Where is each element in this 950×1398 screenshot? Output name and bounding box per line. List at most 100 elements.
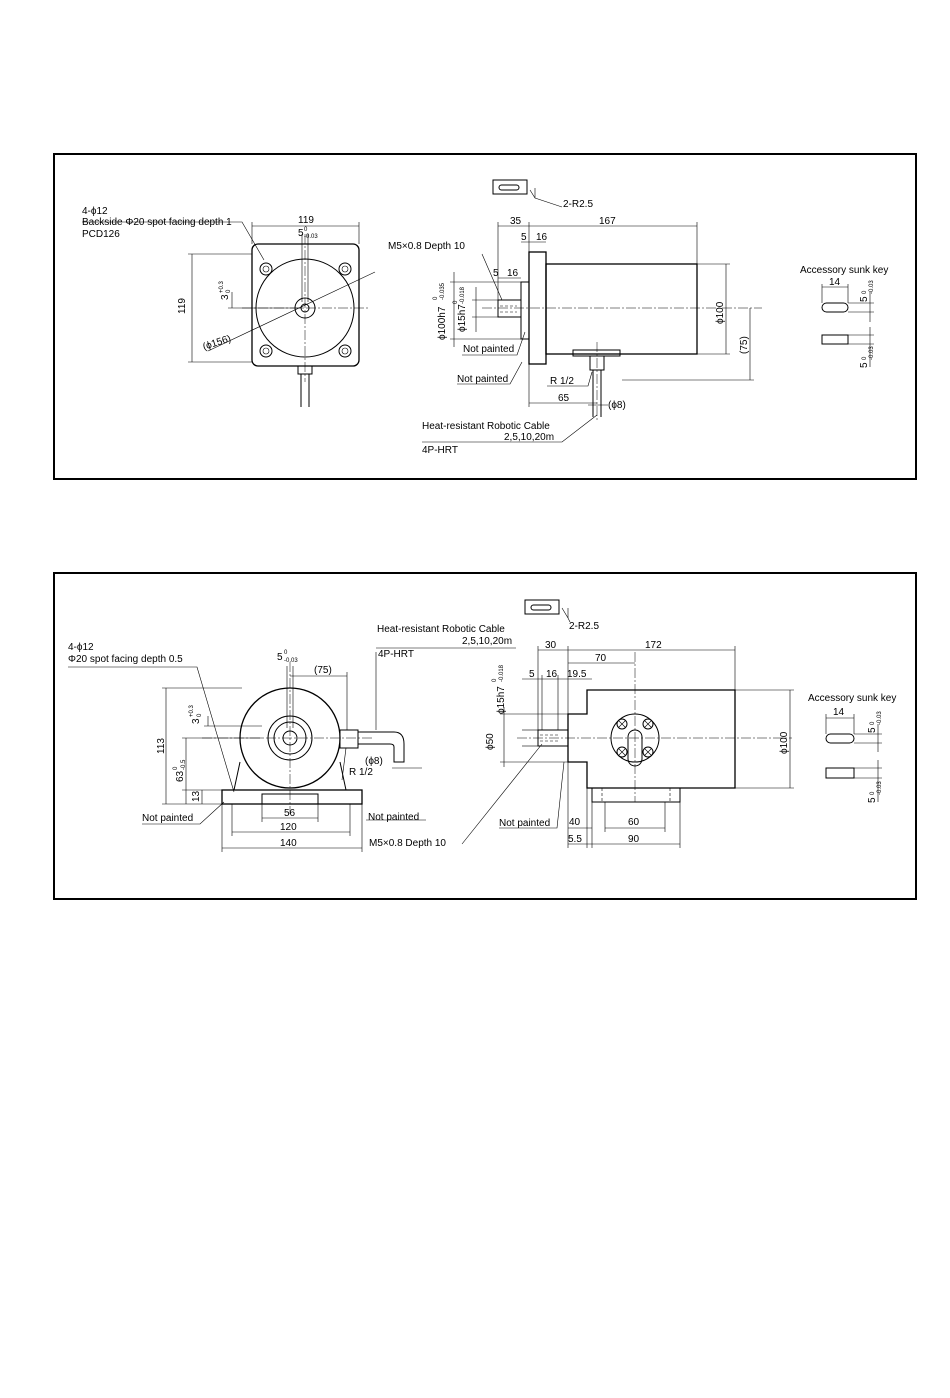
key-dim: 5 — [298, 228, 304, 239]
spigot-dim-foot: ϕ50 — [485, 733, 496, 750]
base-dim-120: 120 — [280, 822, 297, 833]
shaft-offset-dim: 3 — [220, 294, 231, 300]
not-painted-label-foot-2: Not painted — [368, 812, 419, 823]
cable-diameter-dim-foot: (ϕ8) — [365, 756, 383, 767]
foot-dim-90: 90 — [628, 834, 640, 845]
svg-text:-0.03: -0.03 — [869, 346, 875, 360]
step-dim-b: 16 — [536, 232, 548, 243]
body-diameter-dim-foot: ϕ100 — [779, 731, 790, 754]
mount-hole-tl — [259, 262, 273, 276]
svg-text:0: 0 — [284, 650, 288, 656]
keyway-radius-note-foot: 2-R2.5 — [569, 621, 599, 632]
motor-body-side — [545, 263, 698, 355]
cable-diameter-dim: (ϕ8) — [608, 400, 626, 411]
keyway-detail-box — [492, 179, 528, 195]
key-dim-foot: 5 — [277, 652, 283, 663]
svg-text:-0.03: -0.03 — [869, 280, 875, 294]
svg-text:-0.03: -0.03 — [304, 234, 318, 240]
not-painted-label-foot-3: Not painted — [499, 818, 550, 829]
svg-text:-0.018: -0.018 — [499, 664, 505, 682]
svg-text:0: 0 — [492, 678, 498, 682]
sunk-key-length: 14 — [829, 277, 841, 288]
sunk-key-top — [821, 302, 849, 313]
mount-hole-br — [338, 344, 352, 358]
conduit-note: R 1/2 — [550, 376, 574, 387]
sunk-key-title-foot: Accessory sunk key — [808, 693, 896, 704]
shaft-offset-dim-foot: 3 — [191, 718, 202, 724]
height-dim-foot: 113 — [156, 738, 167, 754]
hole-note-foot: 4-ϕ12 — [68, 642, 94, 653]
conduit-position-dim-foot: 70 — [595, 653, 607, 664]
cable-lengths-foot: 2,5,10,20m — [462, 636, 512, 647]
sunk-key-side-foot — [825, 767, 855, 779]
sunk-key-detail-foot — [825, 714, 882, 802]
shaft-dim-foot: ϕ15h7 — [496, 686, 507, 714]
sunk-key-height-foot: 5 — [867, 797, 878, 803]
motor-body-side-foot — [567, 689, 736, 789]
svg-text:-0.03: -0.03 — [284, 658, 298, 664]
svg-text:-0.5: -0.5 — [181, 759, 187, 770]
circle-dim: (ϕ156) — [202, 333, 233, 352]
width-dim: 119 — [298, 215, 314, 226]
svg-text:-0.03: -0.03 — [877, 781, 883, 795]
spigot-dim: ϕ100h7 — [437, 306, 448, 340]
sunk-key-title: Accessory sunk key — [800, 265, 888, 276]
foot-base — [221, 789, 363, 805]
cable-code-foot: 4P-HRT — [378, 649, 414, 660]
cable-code: 4P-HRT — [422, 445, 458, 456]
cable-name-foot: Heat-resistant Robotic Cable — [377, 624, 505, 635]
conduit-block — [339, 729, 359, 749]
cable-name: Heat-resistant Robotic Cable — [422, 421, 550, 432]
cable-offset-dim: (75) — [739, 336, 750, 354]
center-height-dim: 63 — [175, 770, 186, 782]
svg-text:0: 0 — [870, 721, 876, 725]
front-view-foot — [68, 647, 516, 852]
cable-elbow — [358, 731, 405, 763]
side-view — [422, 179, 762, 443]
svg-text:5: 5 — [493, 268, 499, 279]
step-dim-a-foot: 5 — [529, 669, 535, 680]
svg-text:0: 0 — [433, 296, 439, 300]
svg-text:16: 16 — [507, 268, 519, 279]
hole-note: 4-ϕ12 — [82, 206, 108, 217]
base-thickness-dim: 13 — [191, 790, 202, 802]
svg-text:0: 0 — [304, 227, 308, 233]
svg-text:0: 0 — [173, 766, 179, 770]
shaft-side — [497, 299, 522, 318]
foot-dim-40: 40 — [569, 817, 581, 828]
svg-text:-0.03: -0.03 — [877, 711, 883, 725]
flange-mount-drawing-panel: 4-ϕ12 Backside Φ20 spot facing depth 1 P… — [53, 153, 917, 480]
body-diameter-dim: ϕ100 — [715, 301, 726, 324]
svg-text:0: 0 — [862, 290, 868, 294]
foot-dim-5-5: 5.5 — [568, 834, 582, 845]
keyway-detail-box-foot — [524, 599, 560, 615]
spot-facing-note-foot: Φ20 spot facing depth 0.5 — [68, 654, 183, 665]
flange-length-dim-foot: 30 — [545, 640, 557, 651]
svg-text:+0.3: +0.3 — [219, 280, 225, 293]
svg-text:0: 0 — [453, 300, 459, 304]
base-dim-140: 140 — [280, 838, 297, 849]
svg-text:-0.035: -0.035 — [440, 282, 446, 300]
not-painted-label-foot-1: Not painted — [142, 813, 193, 824]
body-length-dim-foot: 172 — [645, 640, 662, 651]
conduit-position-dim: 65 — [558, 393, 570, 404]
flange-mount-drawing: 4-ϕ12 Backside Φ20 spot facing depth 1 P… — [82, 179, 888, 456]
sunk-key-detail — [821, 284, 874, 367]
flange-length-dim: 35 — [510, 216, 522, 227]
foot-side — [591, 787, 681, 803]
spigot-side — [520, 281, 530, 340]
tap-note: M5×0.8 Depth 10 — [388, 241, 465, 252]
shaft-dim: ϕ15h7 — [457, 304, 468, 332]
svg-text:0: 0 — [862, 356, 868, 360]
conduit-note-foot: R 1/2 — [349, 767, 373, 778]
not-painted-label-2: Not painted — [457, 374, 508, 385]
foot-mount-drawing-panel: 4-ϕ12 Φ20 spot facing depth 0.5 5 0 -0.0… — [53, 572, 917, 900]
pcd-note: PCD126 — [82, 229, 120, 240]
svg-text:0: 0 — [197, 713, 203, 717]
sunk-key-width: 5 — [859, 296, 870, 302]
step-dim-b-foot: 16 — [546, 669, 558, 680]
sunk-key-width-foot: 5 — [867, 727, 878, 733]
foot-dim-60: 60 — [628, 817, 640, 828]
svg-text:0: 0 — [870, 791, 876, 795]
foot-mount-drawing: 4-ϕ12 Φ20 spot facing depth 0.5 5 0 -0.0… — [68, 599, 896, 852]
